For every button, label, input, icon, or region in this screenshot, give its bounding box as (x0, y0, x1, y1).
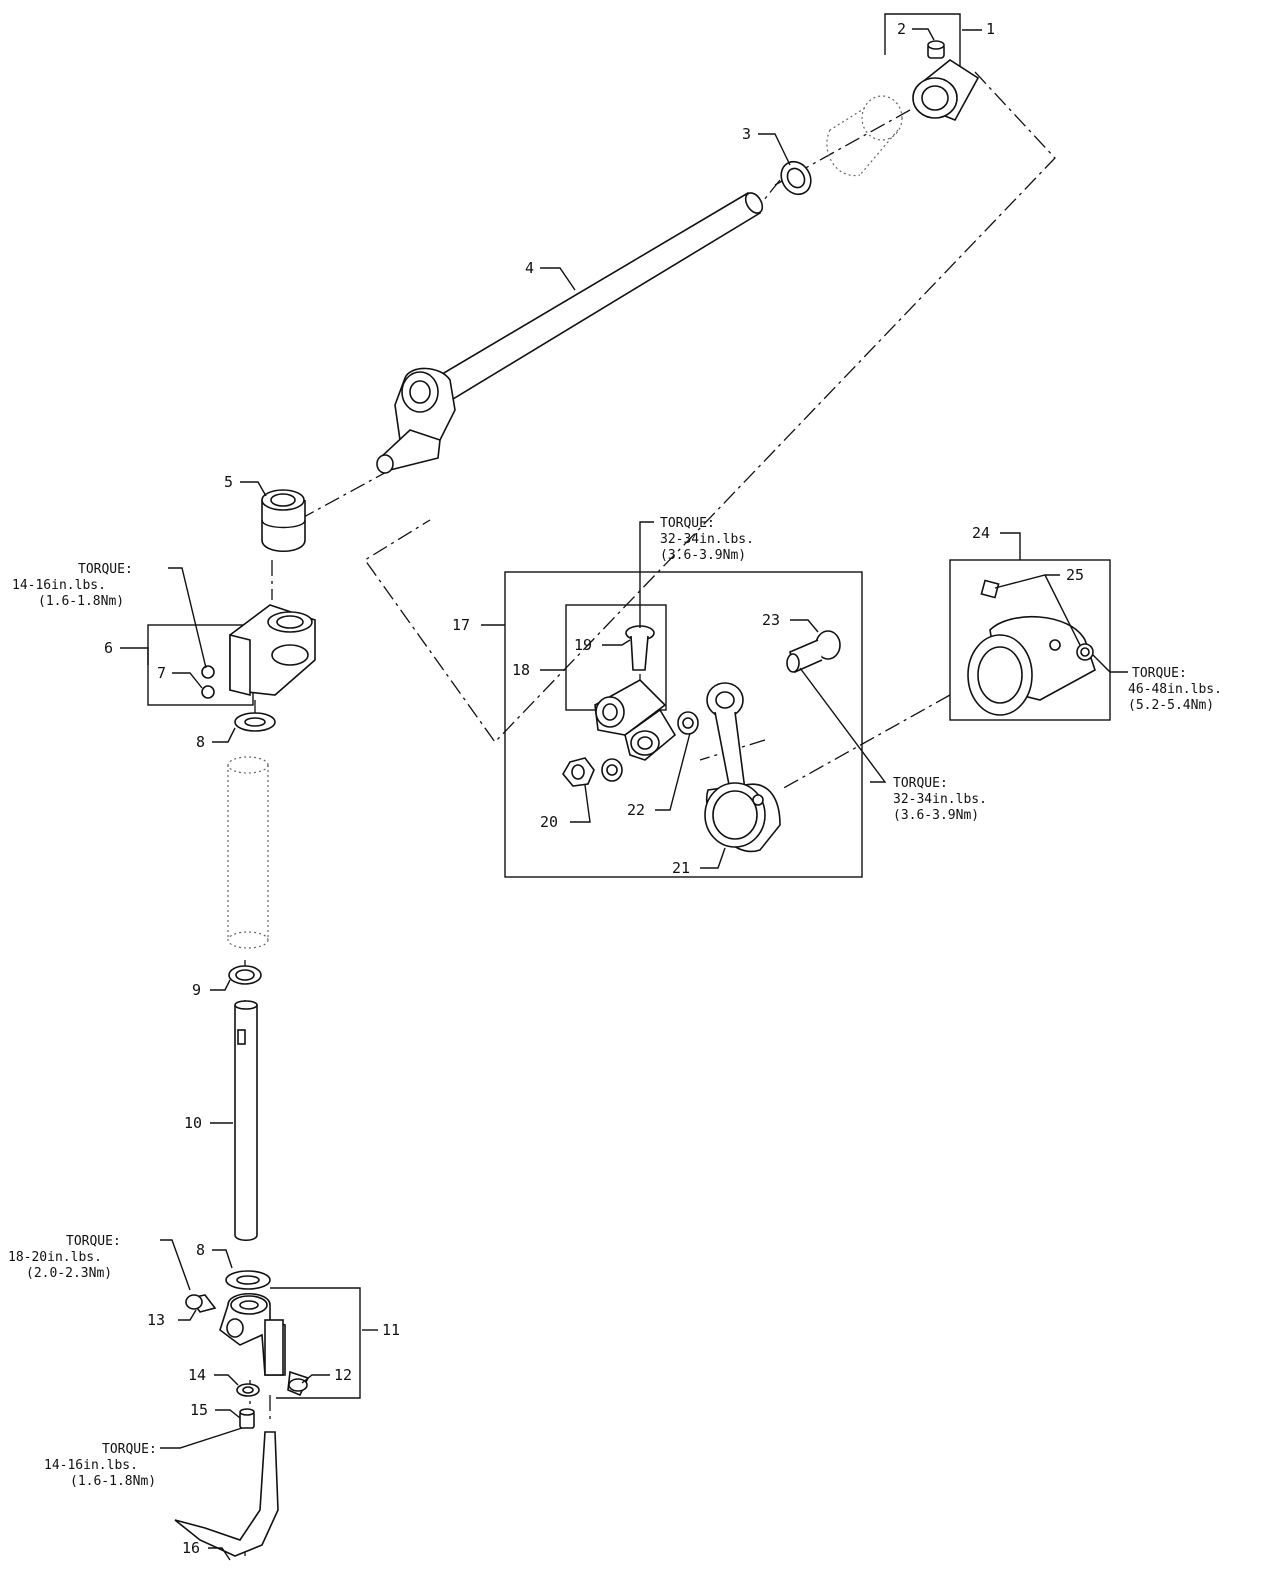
ghost-bushing-upper (826, 95, 903, 177)
callout-15: 15 (190, 1401, 208, 1419)
callout-1: 1 (986, 20, 995, 38)
screw-part-19 (625, 625, 655, 671)
callout-10: 10 (184, 1114, 202, 1132)
callout-23: 23 (762, 611, 780, 629)
callout-13: 13 (147, 1311, 165, 1329)
svg-text:TORQUE:: TORQUE: (102, 1442, 157, 1457)
svg-text:TORQUE:: TORQUE: (1132, 666, 1187, 681)
rock-shaft-part-4 (376, 191, 764, 474)
ghost-bushing-vertical (227, 756, 269, 949)
callout-20: 20 (540, 813, 558, 831)
nut-part-20 (562, 757, 595, 787)
bushing-part-5 (261, 489, 306, 552)
callout-16: 16 (182, 1539, 200, 1557)
callout-19: 19 (574, 636, 592, 654)
svg-text:(2.0-2.3Nm): (2.0-2.3Nm) (26, 1266, 112, 1281)
callout-25: 25 (1066, 566, 1084, 584)
callout-2: 2 (897, 20, 906, 38)
svg-text:(1.6-1.8Nm): (1.6-1.8Nm) (38, 594, 124, 609)
callout-24: 24 (972, 524, 990, 542)
callout-17: 17 (452, 616, 470, 634)
torque-spec-19: TORQUE: 32-34in.lbs. (3.6-3.9Nm) (660, 516, 754, 563)
svg-text:TORQUE:: TORQUE: (66, 1234, 121, 1249)
eccentric-part-24 (967, 615, 1096, 716)
callout-8-upper: 8 (196, 733, 205, 751)
washer-part-8-lower (225, 1270, 271, 1290)
clamp-part-18 (594, 679, 677, 761)
callout-labels: 2 1 3 4 5 6 7 8 9 10 8 11 12 13 14 15 16… (104, 20, 1084, 1557)
shaft-part-10 (234, 1000, 258, 1242)
torque-spec-15: TORQUE: 14-16in.lbs. (1.6-1.8Nm) (44, 1442, 157, 1489)
callout-11: 11 (382, 1321, 400, 1339)
svg-text:32-34in.lbs.: 32-34in.lbs. (660, 532, 754, 547)
bushing-part-9 (228, 965, 262, 985)
callout-8-lower: 8 (196, 1241, 205, 1259)
callout-7: 7 (157, 664, 166, 682)
collar-part-1 (884, 13, 980, 122)
svg-text:(1.6-1.8Nm): (1.6-1.8Nm) (70, 1474, 156, 1489)
callout-6: 6 (104, 639, 113, 657)
leader-lines (120, 28, 1128, 1561)
callout-5: 5 (224, 473, 233, 491)
svg-text:14-16in.lbs.: 14-16in.lbs. (12, 578, 106, 593)
svg-text:TORQUE:: TORQUE: (893, 776, 948, 791)
clamp-part-11 (219, 1287, 361, 1399)
svg-text:14-16in.lbs.: 14-16in.lbs. (44, 1458, 138, 1473)
torque-spec-25: TORQUE: 46-48in.lbs. (5.2-5.4Nm) (1128, 666, 1222, 713)
washer-part-14 (236, 1383, 260, 1397)
screw-part-12 (287, 1370, 310, 1397)
svg-text:18-20in.lbs.: 18-20in.lbs. (8, 1250, 102, 1265)
svg-text:TORQUE:: TORQUE: (660, 516, 715, 531)
svg-text:(3.6-3.9Nm): (3.6-3.9Nm) (893, 808, 979, 823)
svg-text:32-34in.lbs.: 32-34in.lbs. (893, 792, 987, 807)
callout-18: 18 (512, 661, 530, 679)
svg-text:(3.6-3.9Nm): (3.6-3.9Nm) (660, 548, 746, 563)
connecting-rod-part-21 (704, 682, 781, 853)
setscrews-part-25 (980, 579, 1094, 661)
callout-3: 3 (742, 125, 751, 143)
torque-spec-23: TORQUE: 32-34in.lbs. (3.6-3.9Nm) (893, 776, 987, 823)
callout-22: 22 (627, 801, 645, 819)
callout-14: 14 (188, 1366, 206, 1384)
screw-part-15 (239, 1408, 255, 1429)
washer-part-8-upper (234, 712, 276, 732)
svg-text:TORQUE:: TORQUE: (78, 562, 133, 577)
torque-spec-7: TORQUE: 14-16in.lbs. (1.6-1.8Nm) (12, 562, 133, 609)
callout-4: 4 (525, 259, 534, 277)
crank-part-6 (147, 604, 316, 706)
screw-part-13 (185, 1294, 217, 1313)
callout-21: 21 (672, 859, 690, 877)
torque-spec-13: TORQUE: 18-20in.lbs. (2.0-2.3Nm) (8, 1234, 121, 1281)
svg-text:(5.2-5.4Nm): (5.2-5.4Nm) (1128, 698, 1214, 713)
screw-part-23 (786, 630, 841, 674)
washer-part-3 (780, 160, 812, 196)
callout-12: 12 (334, 1366, 352, 1384)
washers-part-22 (601, 711, 699, 782)
callout-9: 9 (192, 981, 201, 999)
needle-part-16 (174, 1431, 279, 1557)
svg-text:46-48in.lbs.: 46-48in.lbs. (1128, 682, 1222, 697)
screws-part-7 (201, 665, 215, 699)
eccentric-box-part-24 (949, 559, 1111, 721)
